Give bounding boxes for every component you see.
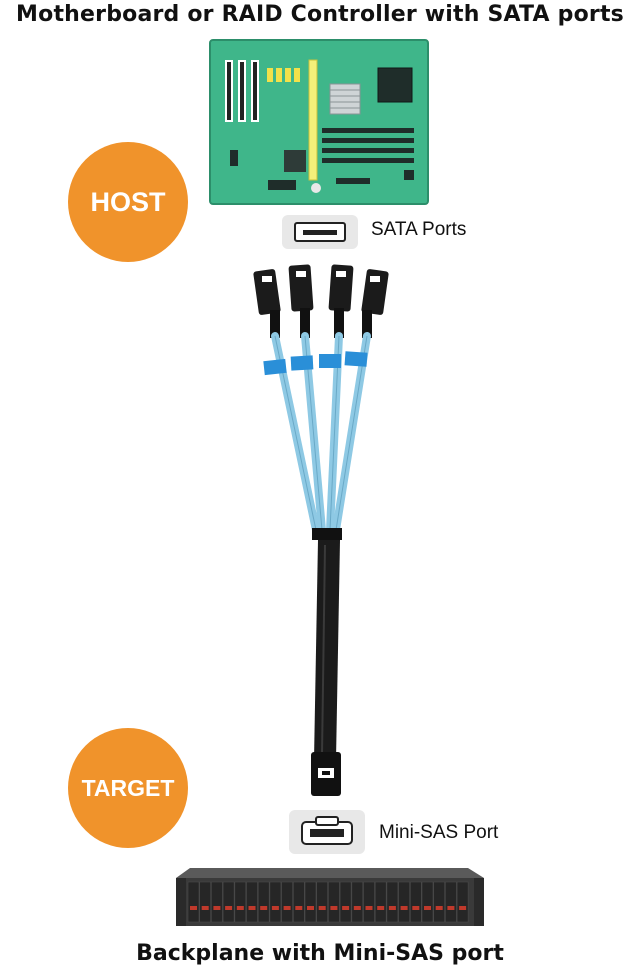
drive-bay [433, 881, 446, 923]
drive-bay [281, 881, 293, 923]
drive-led [412, 906, 420, 910]
drive-led [295, 906, 303, 910]
drive-bay [257, 881, 270, 923]
drive-bay [199, 881, 211, 923]
drive-led [248, 906, 256, 910]
drive-led [271, 906, 279, 910]
drive-bay [187, 881, 200, 923]
drive-led [365, 906, 373, 910]
drive-bay [269, 881, 282, 923]
drive-bay [292, 881, 305, 923]
drive-led [190, 906, 197, 910]
drive-bay [445, 881, 457, 923]
target-badge: TARGET [68, 728, 188, 848]
drive-bay [398, 881, 410, 923]
drive-bay [304, 881, 317, 923]
drive-led [225, 906, 233, 910]
drive-led [330, 906, 338, 910]
drive-bay [328, 881, 340, 923]
drive-led [260, 906, 268, 910]
mini-sas-port-icon [289, 810, 365, 854]
diagram-title: Motherboard or RAID Controller with SATA… [16, 2, 624, 27]
drive-bay [316, 881, 329, 923]
drive-bay [386, 881, 399, 923]
drive-bay [211, 881, 223, 923]
drive-led [236, 906, 244, 910]
drive-bay [374, 881, 387, 923]
sata-port-icon [282, 215, 358, 249]
drive-bay [421, 881, 434, 923]
backplane-title: Backplane with Mini-SAS port [136, 941, 504, 966]
drive-led [435, 906, 443, 910]
drive-led [400, 906, 408, 910]
drive-led [447, 906, 455, 910]
drive-led [353, 906, 361, 910]
drive-bay [234, 881, 247, 923]
sata-ports-label: SATA Ports [371, 219, 467, 240]
drive-bay [363, 881, 375, 923]
drive-led [424, 906, 431, 910]
mini-sas-port-label: Mini-SAS Port [379, 822, 499, 843]
drive-led [342, 906, 350, 910]
host-badge: HOST [68, 142, 188, 262]
drive-bay [246, 881, 258, 923]
drive-bay [409, 881, 422, 923]
drive-bay [339, 881, 352, 923]
drive-led [388, 906, 396, 910]
drive-bay [222, 881, 235, 923]
drive-led [213, 906, 221, 910]
drive-led [318, 906, 326, 910]
drive-bay [456, 881, 469, 923]
drive-bay [351, 881, 364, 923]
drive-led [307, 906, 314, 910]
drive-led [283, 906, 291, 910]
drive-led [377, 906, 385, 910]
drive-led [201, 906, 209, 910]
drive-led [459, 906, 467, 910]
